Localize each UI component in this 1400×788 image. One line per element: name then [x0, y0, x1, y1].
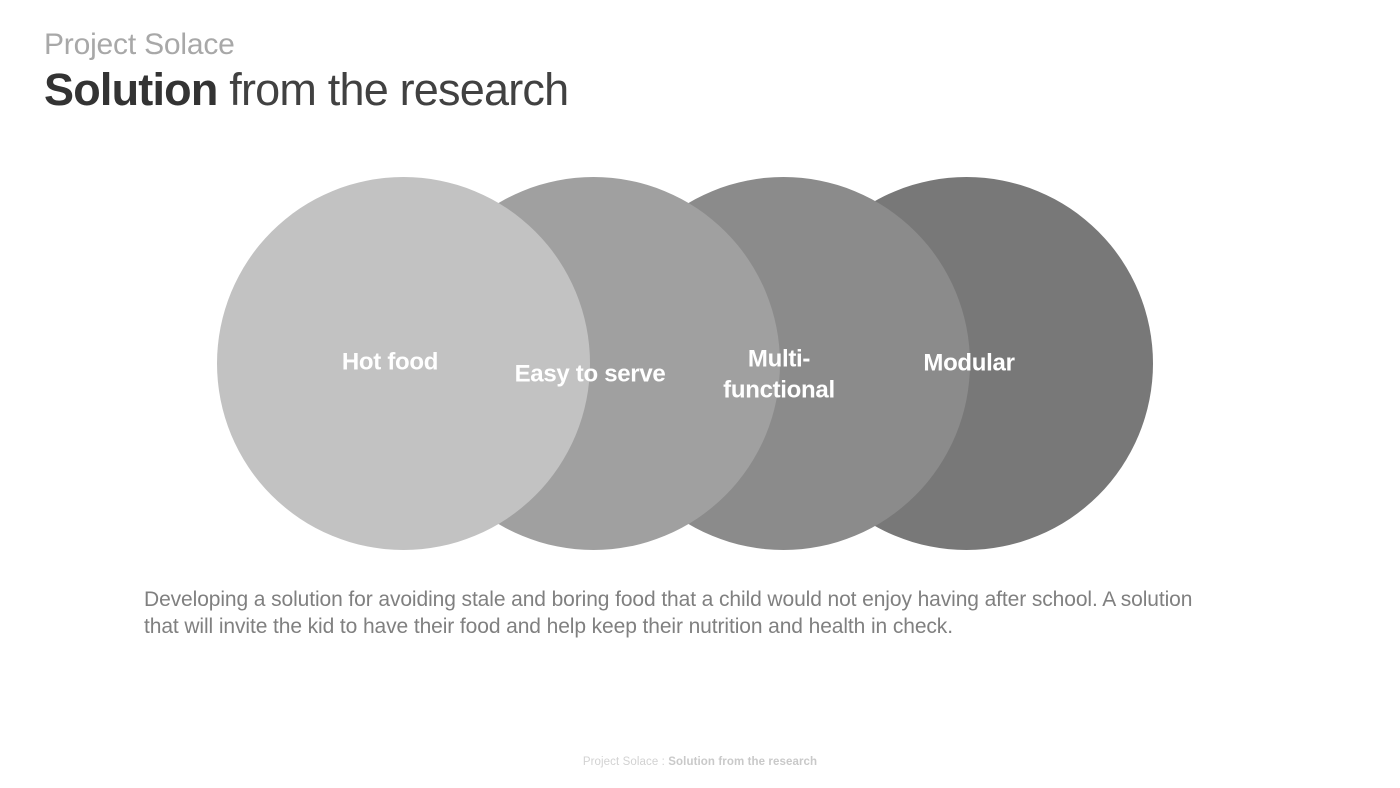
circle-label-3: Multi-functional	[723, 345, 835, 403]
footer-title: Solution from the research	[668, 756, 818, 768]
eyebrow-label: Project Solace	[44, 28, 235, 61]
footer-prefix: Project Solace :	[582, 756, 669, 768]
headline: Solution from the research	[44, 63, 569, 116]
slide-footer: Project Solace : Solution from the resea…	[0, 756, 1400, 768]
circle-label-1: Hot food	[341, 348, 439, 376]
headline-strong: Solution	[44, 64, 218, 115]
circle-label-4: Modular	[923, 349, 1015, 377]
body-paragraph: Developing a solution for avoiding stale…	[144, 588, 1193, 638]
page-title: Project Solace Solution from the researc…	[44, 28, 569, 116]
circle-label-2: Easy to serve	[514, 360, 666, 388]
headline-rest: from the research	[217, 64, 569, 115]
circle-1	[216, 176, 590, 550]
